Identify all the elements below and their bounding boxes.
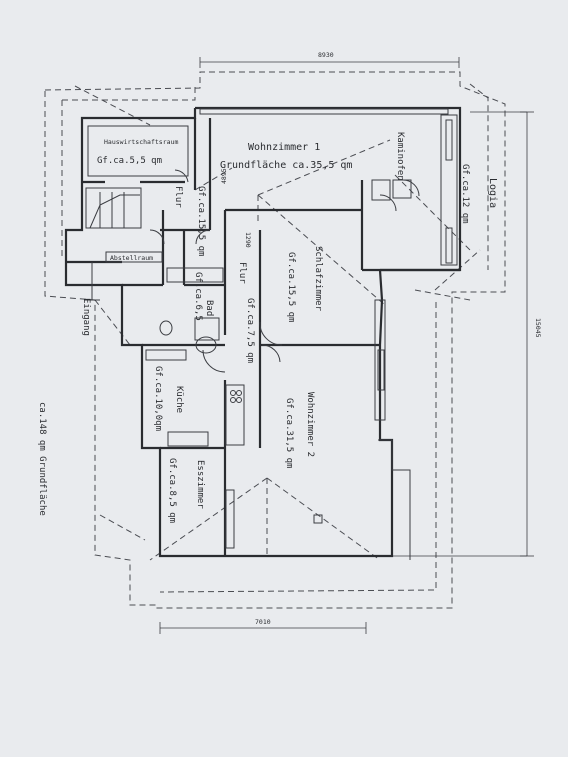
schlafzimmer-label: Schlafzimmer <box>313 246 323 312</box>
wohnzimmer1-label: Wohnzimmer 1 <box>248 142 320 153</box>
roof-outline <box>44 71 506 609</box>
hauswirtschaft-area: Gf.ca.5,5 qm <box>97 156 162 166</box>
hauswirtschaft-label: Hauswirtschaftsraum <box>104 138 178 146</box>
wohnzimmer2-label: Wohnzimmer 2 <box>305 392 315 457</box>
bad-label: Bad <box>204 300 214 316</box>
esszimmer-label: Esszimmer <box>195 460 205 509</box>
wohnzimmer1-area: Grundfläche ca.35,5 qm <box>220 160 352 171</box>
logia-area: Gf.ca.12 qm <box>460 164 470 224</box>
kaminofen-label: Kaminofen <box>395 132 405 181</box>
flur1-area: Gf.ca.15,5 qm <box>196 186 206 256</box>
esszimmer-area: Gf.ca.8,5 qm <box>167 458 177 523</box>
eingang-label: Eingang <box>81 298 91 336</box>
bad-area: Gf.ca.6,5 <box>193 272 203 321</box>
dimension-lines <box>159 57 534 634</box>
dimension-right: 15045 <box>534 318 542 338</box>
kueche-area: Gf.ca.10,0qm <box>153 366 163 431</box>
total-area-note: ca.148 qm Grundfläche <box>37 402 47 516</box>
dimension-wall-b: 1290 <box>244 232 252 248</box>
schlafzimmer-area: Gf.ca.15,5 qm <box>286 252 296 322</box>
dimension-bottom: 7010 <box>255 618 271 626</box>
fixtures <box>84 108 458 560</box>
flur2-label: Flur <box>237 262 247 284</box>
walls <box>64 106 462 558</box>
flur1-label: Flur <box>173 186 183 208</box>
kueche-label: Küche <box>174 386 184 413</box>
wohnzimmer2-area: Gf.ca.31,5 qm <box>284 398 294 468</box>
flur2-area: Gf.ca.7,5 qm <box>245 298 255 363</box>
logia-label: Logia <box>487 178 498 208</box>
dimension-top: 8930 <box>318 51 334 59</box>
abstellraum-label: Abstellraum <box>110 254 153 262</box>
dimension-wall-a: 4895 <box>220 168 228 184</box>
